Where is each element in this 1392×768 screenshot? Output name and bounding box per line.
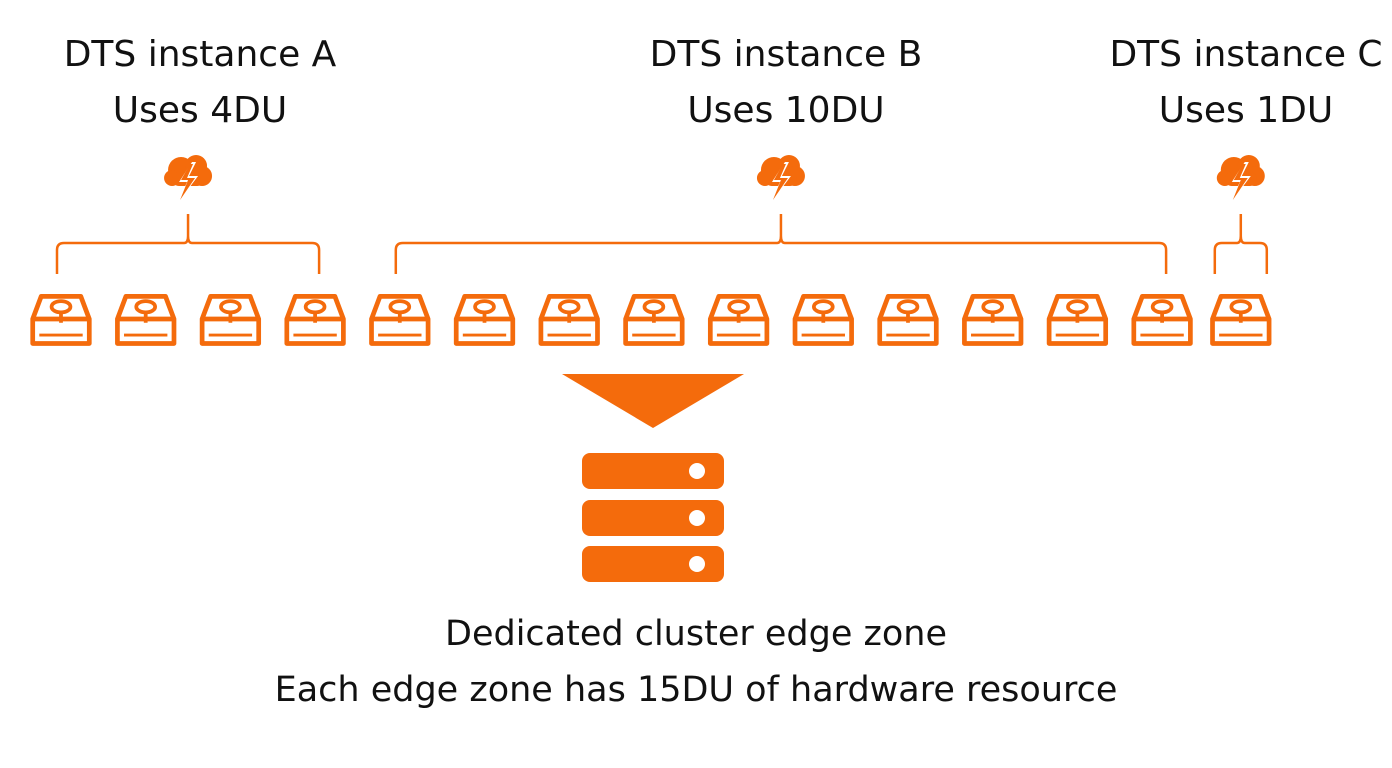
instance-a-usage: Uses 4DU (112, 90, 288, 131)
instance-icons (164, 155, 1265, 204)
du-drive-icon (626, 296, 683, 343)
instance-b-label: DTS instance B Uses 10DU (626, 27, 946, 139)
instance-c-bracket (1213, 214, 1269, 274)
server-led-dot (689, 510, 705, 526)
instance-c-name: DTS instance C (1109, 34, 1383, 75)
du-drive-icon (287, 296, 344, 343)
instance-a-name: DTS instance A (63, 34, 337, 75)
cloud-lightning-icon (1216, 155, 1265, 204)
server-unit (582, 453, 724, 489)
instance-a-bracket (55, 214, 321, 274)
du-drive-icon (541, 296, 598, 343)
du-drive-icon (880, 296, 937, 343)
server-stack-icon (582, 453, 724, 582)
server-unit (582, 500, 724, 536)
instance-brackets (55, 214, 1269, 274)
du-row (33, 296, 1269, 343)
instance-a-label: DTS instance A Uses 4DU (40, 27, 360, 139)
cloud-lightning-icon (756, 155, 805, 204)
du-drive-icon (710, 296, 767, 343)
du-drive-icon (372, 296, 429, 343)
server-led-dot (689, 463, 705, 479)
du-drive-icon (202, 296, 259, 343)
du-drive-icon (964, 296, 1021, 343)
cloud-lightning-icon (164, 155, 213, 204)
instance-c-usage: Uses 1DU (1158, 90, 1334, 131)
du-drive-icon (117, 296, 174, 343)
instance-b-usage: Uses 10DU (687, 90, 885, 131)
du-drive-icon (456, 296, 513, 343)
edge-zone-title: Dedicated cluster edge zone (445, 614, 947, 654)
edge-zone-caption: Dedicated cluster edge zone Each edge zo… (196, 606, 1196, 718)
du-drive-icon (795, 296, 852, 343)
server-unit (582, 546, 724, 582)
du-drive-icon (1134, 296, 1191, 343)
triangle-down-icon (562, 374, 744, 428)
du-drive-icon (33, 296, 90, 343)
server-led-dot (689, 556, 705, 572)
edge-zone-description: Each edge zone has 15DU of hardware reso… (274, 670, 1118, 710)
instance-b-bracket (394, 214, 1168, 274)
du-drive-icon (1213, 296, 1270, 343)
instance-b-name: DTS instance B (649, 34, 923, 75)
instance-c-label: DTS instance C Uses 1DU (1086, 27, 1392, 139)
du-drive-icon (1049, 296, 1106, 343)
